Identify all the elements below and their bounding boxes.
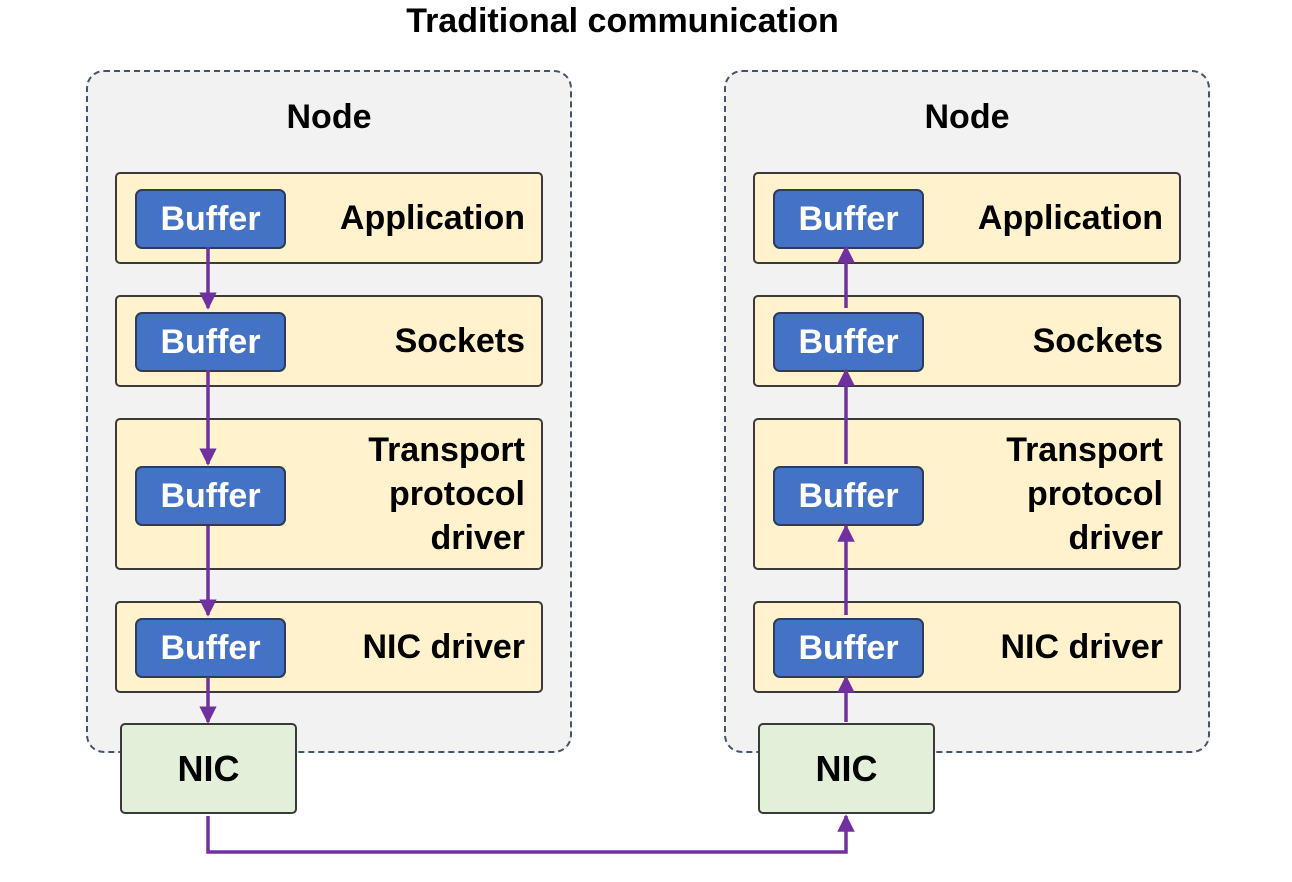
buffer-box: Buffer	[135, 466, 286, 526]
buffer-box: Buffer	[135, 618, 286, 678]
nic-right: NIC	[758, 723, 935, 814]
diagram-title: Traditional communication	[406, 2, 839, 40]
layer-application: Buffer Application	[753, 172, 1181, 264]
node-left-title: Node	[286, 98, 372, 136]
layer-label: Sockets	[394, 322, 525, 360]
layer-label: Sockets	[1032, 322, 1163, 360]
layer-application: Buffer Application	[115, 172, 543, 264]
layer-nic-driver: Buffer NIC driver	[115, 601, 543, 693]
buffer-box: Buffer	[773, 189, 924, 249]
node-right-title: Node	[924, 98, 1010, 136]
layer-transport-protocol-driver: Buffer Transport protocol driver	[753, 418, 1181, 570]
buffer-box: Buffer	[135, 312, 286, 372]
arrow-nic-link	[206, 814, 855, 854]
buffer-box: Buffer	[773, 312, 924, 372]
layer-sockets: Buffer Sockets	[115, 295, 543, 387]
node-right: Node Buffer Application Buffer Sockets B…	[724, 70, 1210, 753]
layer-label: Transport protocol driver	[368, 431, 525, 557]
layer-label: Application	[339, 199, 525, 237]
layer-nic-driver: Buffer NIC driver	[753, 601, 1181, 693]
layer-transport-protocol-driver: Buffer Transport protocol driver	[115, 418, 543, 570]
layer-label: Transport protocol driver	[1006, 431, 1163, 557]
buffer-box: Buffer	[135, 189, 286, 249]
layer-label: Application	[977, 199, 1163, 237]
buffer-box: Buffer	[773, 466, 924, 526]
buffer-box: Buffer	[773, 618, 924, 678]
layer-sockets: Buffer Sockets	[753, 295, 1181, 387]
node-left: Node Buffer Application Buffer Sockets B…	[86, 70, 572, 753]
layer-label: NIC driver	[1000, 628, 1164, 666]
layer-label: NIC driver	[362, 628, 526, 666]
nic-left: NIC	[120, 723, 297, 814]
